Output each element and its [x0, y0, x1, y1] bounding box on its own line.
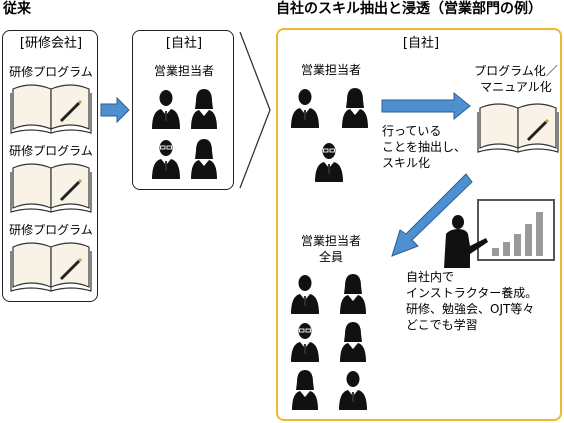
all-staff-label-line1: 営業担当者 — [300, 234, 361, 248]
female-staff-icon — [191, 139, 217, 179]
arrow-right-icon — [381, 91, 471, 121]
extract-text-line1: 行っている — [382, 124, 442, 138]
female-staff-icon — [292, 370, 318, 410]
program-label-2: 研修プログラム — [9, 144, 93, 158]
male-staff-icon — [291, 89, 319, 128]
male-staff-icon — [314, 142, 344, 183]
female-staff-icon — [191, 89, 217, 129]
arrow-down-left-icon — [391, 173, 473, 257]
notebook-icon — [9, 162, 93, 214]
program-label-1: 研修プログラム — [9, 65, 93, 79]
notebook-icon — [9, 241, 93, 293]
extract-text-line3: スキル化 — [382, 156, 431, 170]
notebook-icon — [9, 83, 93, 135]
instructor-text-line1: 自社内で — [406, 270, 455, 284]
own-company-skill-box: [自社] 営業担当者 行っている ことを抽出し、 スキル化 プログラム化／ マニ… — [276, 28, 562, 421]
skill-box-title: [自社] — [402, 36, 440, 51]
instructor-text-line3: 研修、勉強会、OJT等々 — [406, 302, 535, 316]
heading-skill-extraction: 自社のスキル抽出と浸透（営業部門の例） — [276, 1, 542, 17]
male-staff-icon — [339, 371, 367, 410]
instructor-text-line4: どこでも学習 — [406, 318, 478, 332]
female-staff-icon — [342, 88, 368, 128]
sales-staff-label: 営業担当者 — [153, 64, 214, 78]
extract-text-line2: ことを抽出し、 — [382, 140, 467, 154]
female-staff-icon — [340, 274, 366, 314]
male-staff-icon — [152, 90, 180, 129]
instructor-text-line2: インストラクター養成。 — [406, 286, 538, 300]
female-staff-icon — [340, 322, 366, 362]
own-company-title: [自社] — [165, 36, 203, 51]
notebook-icon — [476, 102, 560, 154]
instructor-presentation-icon — [444, 199, 555, 268]
male-staff-icon — [151, 139, 181, 180]
arrow-right-icon — [100, 96, 130, 124]
training-company-box: [研修会社] 研修プログラム 研修プログラム 研修プログラム — [2, 30, 98, 302]
program-label-line2: マニュアル化 — [480, 80, 552, 94]
chevron-right-icon — [239, 31, 271, 189]
all-staff-label-line2: 全員 — [318, 250, 343, 264]
heading-traditional: 従来 — [3, 1, 31, 17]
training-company-title: [研修会社] — [19, 36, 83, 51]
sales-staff-label: 営業担当者 — [300, 63, 361, 77]
program-label-3: 研修プログラム — [9, 223, 93, 237]
program-label-line1: プログラム化／ — [474, 64, 558, 78]
own-company-box: [自社] 営業担当者 — [132, 30, 234, 190]
male-staff-icon — [291, 275, 319, 314]
male-staff-icon — [290, 322, 320, 363]
